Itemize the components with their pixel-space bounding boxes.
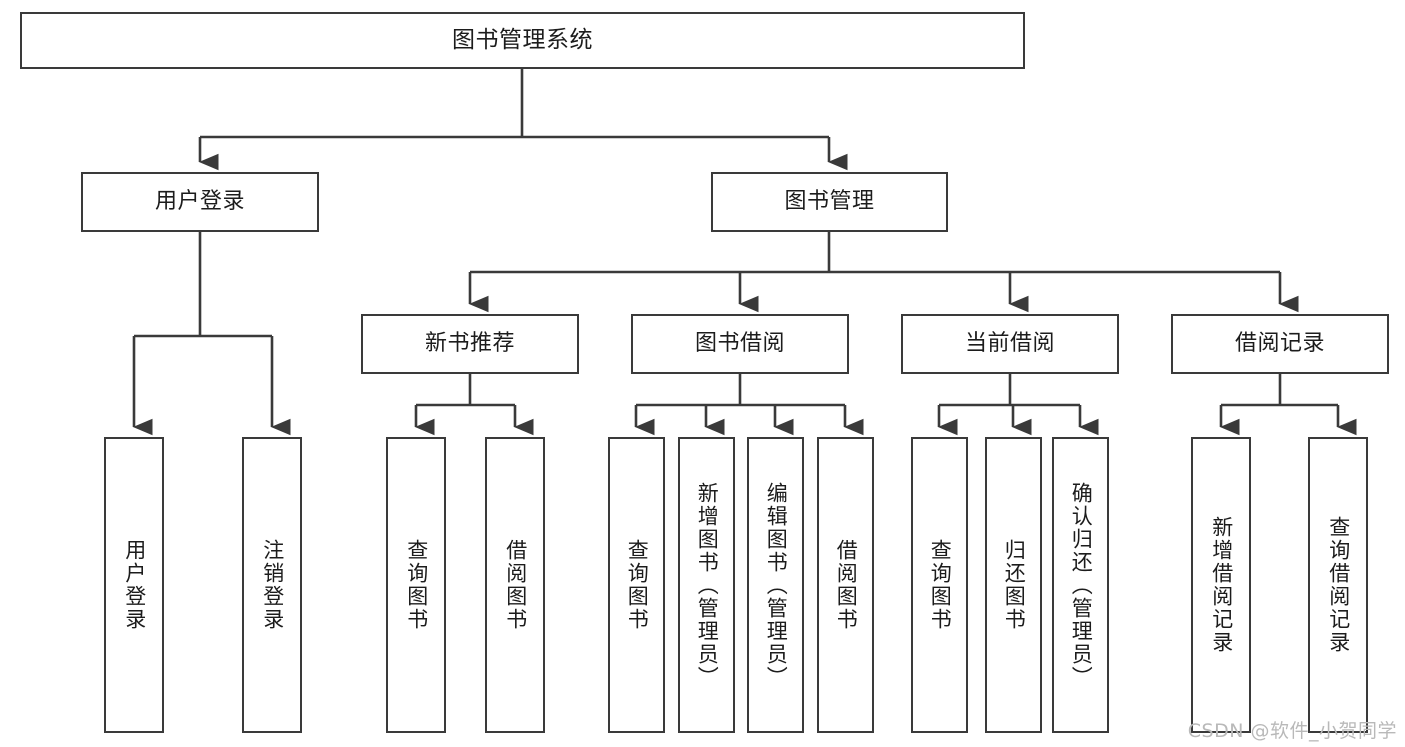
node-leaf-rec-query-book-label: 查询图书 xyxy=(404,539,429,631)
node-leaf-bor-edit-book[interactable]: 编辑图书（管理员） xyxy=(747,437,804,733)
node-leaf-bor-query-book[interactable]: 查询图书 xyxy=(608,437,665,733)
node-leaf-rec-borrow-book-label: 借阅图书 xyxy=(503,539,528,631)
node-leaf-bor-query-book-label: 查询图书 xyxy=(625,539,650,631)
node-leaf-rec-query-book[interactable]: 查询图书 xyxy=(386,437,446,733)
node-borrow-record-label: 借阅记录 xyxy=(1234,330,1325,356)
node-book-borrow[interactable]: 图书借阅 xyxy=(631,314,849,374)
node-leaf-bor-borrow-book[interactable]: 借阅图书 xyxy=(817,437,874,733)
node-leaf-cur-query-book-label: 查询图书 xyxy=(928,539,953,631)
node-user-login[interactable]: 用户登录 xyxy=(81,172,319,232)
node-leaf-cur-confirm[interactable]: 确认归还（管理员） xyxy=(1052,437,1109,733)
node-current-borrow[interactable]: 当前借阅 xyxy=(901,314,1119,374)
node-borrow-record[interactable]: 借阅记录 xyxy=(1171,314,1389,374)
node-current-borrow-label: 当前借阅 xyxy=(964,330,1055,356)
node-leaf-rec-query-record-label: 查询借阅记录 xyxy=(1326,516,1351,654)
watermark: CSDN @软件_小贺同学 xyxy=(1187,720,1397,742)
node-leaf-cur-confirm-label: 确认归还（管理员） xyxy=(1069,481,1094,689)
node-book-borrow-label: 图书借阅 xyxy=(694,330,785,356)
node-leaf-user-login-label: 用户登录 xyxy=(122,539,147,631)
node-leaf-bor-borrow-book-label: 借阅图书 xyxy=(834,539,859,631)
node-new-book-recommend[interactable]: 新书推荐 xyxy=(361,314,579,374)
node-leaf-rec-borrow-book[interactable]: 借阅图书 xyxy=(485,437,545,733)
node-leaf-rec-query-record[interactable]: 查询借阅记录 xyxy=(1308,437,1368,733)
node-book-manage[interactable]: 图书管理 xyxy=(711,172,948,232)
node-leaf-user-login[interactable]: 用户登录 xyxy=(104,437,164,733)
node-user-login-label: 用户登录 xyxy=(154,188,245,214)
node-new-book-recommend-label: 新书推荐 xyxy=(424,330,515,356)
node-leaf-bor-add-book[interactable]: 新增图书（管理员） xyxy=(678,437,735,733)
node-book-manage-label: 图书管理 xyxy=(784,188,875,214)
node-leaf-user-logout[interactable]: 注销登录 xyxy=(242,437,302,733)
node-leaf-rec-add-record-label: 新增借阅记录 xyxy=(1209,516,1234,654)
node-root-label: 图书管理系统 xyxy=(452,26,593,53)
node-leaf-rec-add-record[interactable]: 新增借阅记录 xyxy=(1191,437,1251,733)
node-root[interactable]: 图书管理系统 xyxy=(20,12,1025,69)
node-leaf-cur-query-book[interactable]: 查询图书 xyxy=(911,437,968,733)
node-leaf-cur-return-book-label: 归还图书 xyxy=(1002,539,1027,631)
node-leaf-bor-add-book-label: 新增图书（管理员） xyxy=(695,481,720,689)
node-leaf-cur-return-book[interactable]: 归还图书 xyxy=(985,437,1042,733)
node-leaf-user-logout-label: 注销登录 xyxy=(260,539,285,631)
node-leaf-bor-edit-book-label: 编辑图书（管理员） xyxy=(764,481,789,689)
